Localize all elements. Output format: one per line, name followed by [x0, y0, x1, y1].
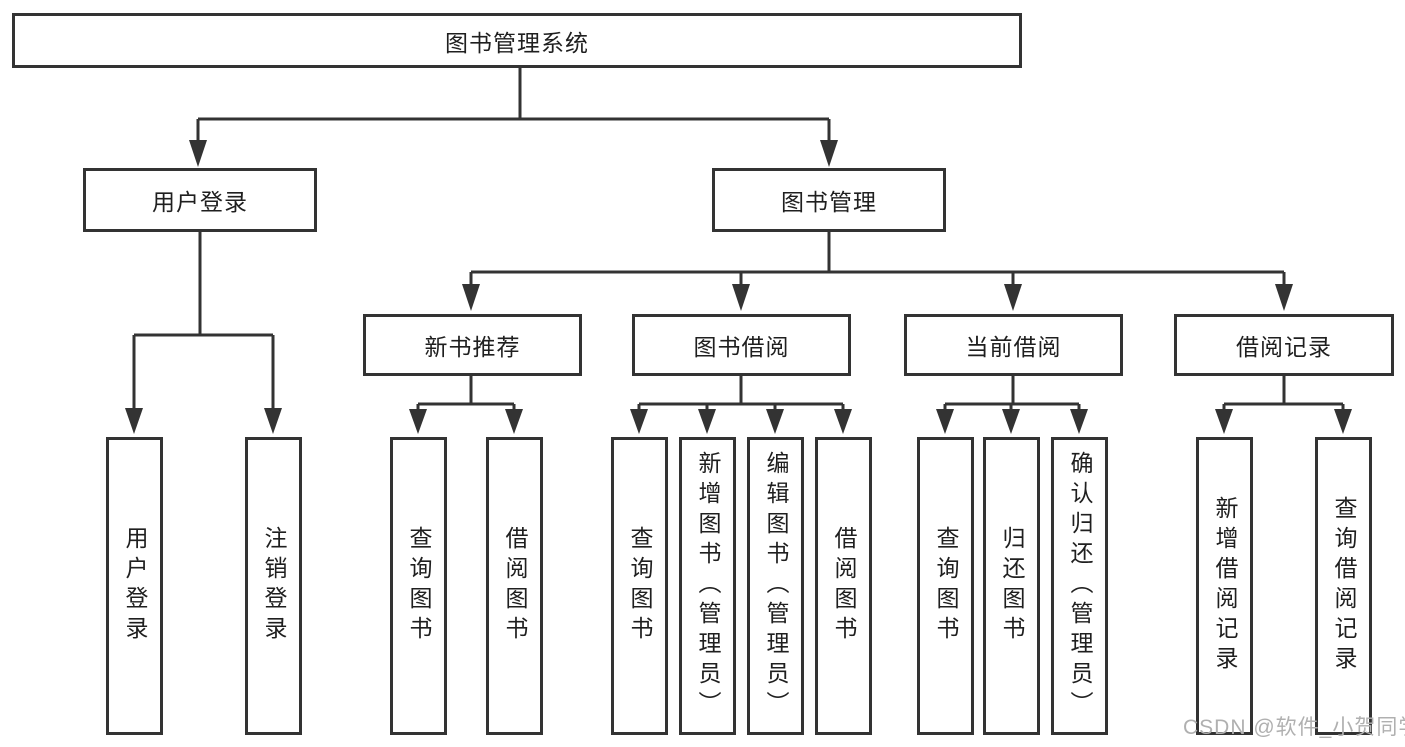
leaf-br-query-borrow-record: 查询借阅记录: [1315, 437, 1372, 735]
connector-current-borrowing-children: [936, 375, 1088, 434]
connector-new-book-recommend-children: [409, 375, 523, 434]
connector-book-management-children: [462, 232, 1293, 311]
leaf-nb-query-books-label: 查询图书: [406, 526, 432, 646]
leaf-nb-query-books: 查询图书: [390, 437, 447, 735]
node-root: 图书管理系统: [12, 13, 1022, 68]
leaf-bb-query-books: 查询图书: [611, 437, 668, 735]
leaf-cb-confirm-return-admin-label: 确认归还（管理员）: [1067, 451, 1093, 721]
leaf-br-query-borrow-record-label: 查询借阅记录: [1331, 496, 1357, 676]
leaf-bb-edit-book-admin-label: 编辑图书（管理员）: [763, 451, 789, 721]
leaf-nb-borrow-books-label: 借阅图书: [502, 526, 528, 646]
leaf-bb-add-book-admin-label: 新增图书（管理员）: [695, 451, 721, 721]
leaf-bb-borrow-books: 借阅图书: [815, 437, 872, 735]
connector-book-borrowing-children: [630, 375, 852, 434]
csdn-watermark: CSDN @软件_小贺同学: [1183, 716, 1405, 739]
connector-root-to-level2: [189, 68, 838, 167]
leaf-bb-borrow-books-label: 借阅图书: [831, 526, 857, 646]
leaf-cb-confirm-return-admin: 确认归还（管理员）: [1051, 437, 1108, 735]
connector-borrow-records-children: [1215, 375, 1352, 434]
leaf-logout-label: 注销登录: [261, 526, 287, 646]
node-book-management: 图书管理: [712, 168, 946, 232]
leaf-cb-return-books-label: 归还图书: [999, 526, 1025, 646]
node-borrow-records: 借阅记录: [1174, 314, 1394, 376]
node-new-book-recommend: 新书推荐: [363, 314, 582, 376]
leaf-nb-borrow-books: 借阅图书: [486, 437, 543, 735]
leaf-bb-query-books-label: 查询图书: [627, 526, 653, 646]
leaf-user-login: 用户登录: [106, 437, 163, 735]
leaf-cb-query-books-label: 查询图书: [933, 526, 959, 646]
node-book-borrowing: 图书借阅: [632, 314, 851, 376]
connector-user-login-children: [125, 232, 282, 434]
leaf-logout: 注销登录: [245, 437, 302, 735]
leaf-cb-return-books: 归还图书: [983, 437, 1040, 735]
node-user-login: 用户登录: [83, 168, 317, 232]
leaf-br-add-borrow-record-label: 新增借阅记录: [1212, 496, 1238, 676]
leaf-bb-add-book-admin: 新增图书（管理员）: [679, 437, 736, 735]
node-current-borrowing: 当前借阅: [904, 314, 1123, 376]
leaf-cb-query-books: 查询图书: [917, 437, 974, 735]
leaf-br-add-borrow-record: 新增借阅记录: [1196, 437, 1253, 735]
leaf-bb-edit-book-admin: 编辑图书（管理员）: [747, 437, 804, 735]
leaf-user-login-label: 用户登录: [122, 526, 148, 646]
